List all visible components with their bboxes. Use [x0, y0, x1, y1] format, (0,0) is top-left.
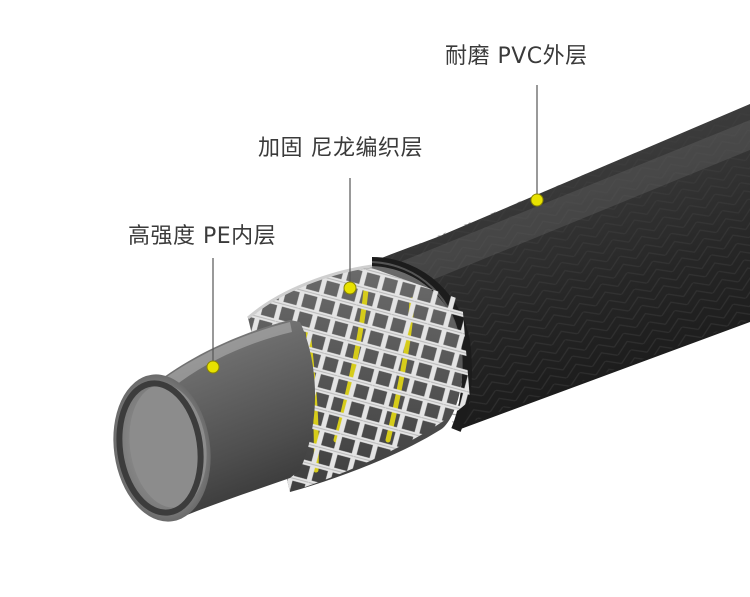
- callout-outer: [530, 85, 544, 207]
- marker-dot: [206, 360, 220, 374]
- inner-pe-layer: [113, 320, 316, 522]
- marker-dot: [343, 281, 357, 295]
- inner-layer-label: 高强度 PE内层: [128, 224, 277, 249]
- callout-inner: [206, 258, 220, 374]
- callout-braid: [343, 178, 357, 295]
- marker-dot: [530, 193, 544, 207]
- reinforcement-layer-label: 加固 尼龙编织层: [258, 136, 423, 161]
- outer-layer-label: 耐磨 PVC外层: [445, 44, 588, 69]
